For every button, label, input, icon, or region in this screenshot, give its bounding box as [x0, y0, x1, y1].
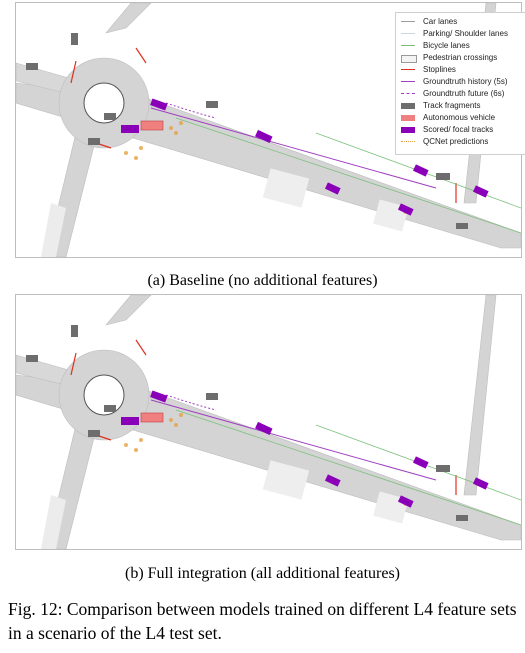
figure-caption: Fig. 12: Comparison between models train…: [8, 599, 517, 643]
legend-item-bicycle-lanes: Bicycle lanes: [396, 40, 525, 51]
subcaption-baseline: (a) Baseline (no additional features): [147, 272, 378, 289]
map-baseline: [16, 3, 521, 257]
legend-item-car-lanes: Car lanes: [396, 16, 525, 27]
legend-item-parking-lanes: Parking/ Shoulder lanes: [396, 28, 525, 39]
subcaption-full-integration: (b) Full integration (all additional fea…: [124, 565, 401, 582]
legend-item-track-fragments: Track fragments: [396, 100, 525, 111]
panel-baseline: Car lanes Parking/ Shoulder lanes Bicycl…: [15, 2, 525, 258]
legend-item-stoplines: Stoplines: [396, 64, 525, 75]
legend-item-autonomous-vehicle: Autonomous vehicle: [396, 112, 525, 123]
legend-item-gt-future: Groundtruth future (6s): [396, 88, 525, 99]
legend-item-scored-tracks: Scored/ focal tracks: [396, 124, 525, 135]
panel-full-integration: [15, 294, 522, 550]
legend-item-qcnet-predictions: QCNet predictions: [396, 136, 525, 147]
legend-item-gt-history: Groundtruth history (5s): [396, 76, 525, 87]
map-legend: Car lanes Parking/ Shoulder lanes Bicycl…: [395, 12, 525, 155]
legend-item-pedestrian-crossings: Pedestrian crossings: [396, 52, 525, 63]
map-full-integration: [16, 295, 521, 549]
